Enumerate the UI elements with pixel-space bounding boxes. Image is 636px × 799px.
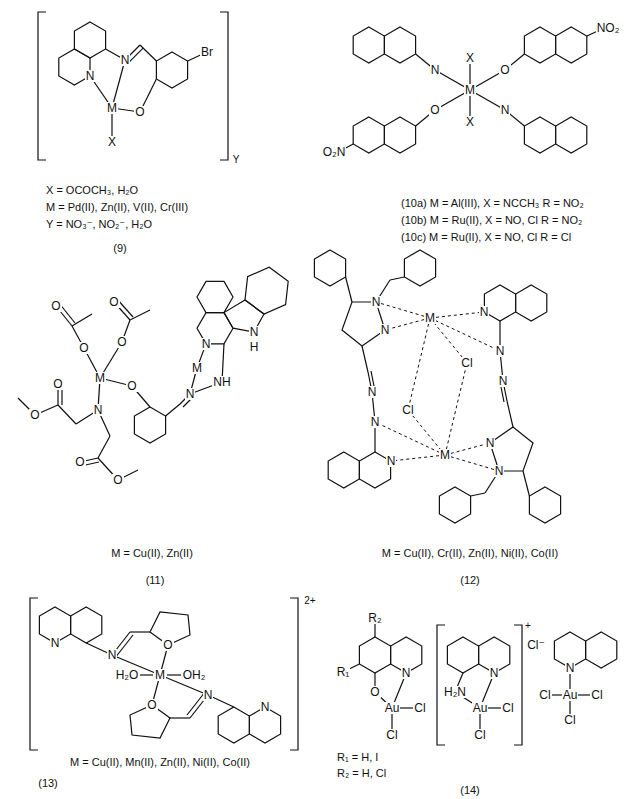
atom-label: O bbox=[499, 64, 510, 76]
atom-label: R₁ bbox=[336, 666, 351, 678]
atom-label: Br bbox=[200, 46, 214, 58]
atom-label: O bbox=[146, 699, 157, 711]
atom-label: N bbox=[380, 324, 391, 336]
atom-label: O₂N bbox=[322, 146, 347, 158]
atom-label: M bbox=[106, 102, 118, 114]
atom-label: Cl bbox=[590, 689, 603, 701]
structure-11 bbox=[18, 267, 288, 480]
atom-label: Cl bbox=[473, 729, 486, 741]
atom-label: N bbox=[367, 386, 378, 398]
atom-label: N bbox=[93, 404, 104, 416]
caption-text: Y = NO₃⁻, NO₂⁻, H₂O bbox=[45, 219, 153, 230]
charge-label: + bbox=[524, 621, 532, 631]
caption-text: R₁ = H, I bbox=[336, 752, 379, 763]
atom-label: O bbox=[78, 342, 89, 354]
atom-label: O bbox=[52, 378, 63, 390]
atom-label: Cl bbox=[385, 729, 398, 741]
atom-label: N bbox=[260, 701, 271, 713]
atom-label: N bbox=[498, 375, 509, 387]
atom-label: O bbox=[369, 686, 380, 698]
atom-label: N bbox=[430, 64, 441, 76]
charge-label: 2+ bbox=[303, 596, 316, 606]
atom-label: N bbox=[386, 455, 397, 467]
atom-label: N bbox=[107, 649, 118, 661]
atom-label: M bbox=[464, 84, 476, 96]
atom-label: N bbox=[495, 345, 506, 357]
caption-text: (9) bbox=[112, 243, 127, 254]
caption-text: (14) bbox=[459, 785, 481, 796]
atom-label: NH bbox=[212, 376, 231, 388]
atom-label: H bbox=[249, 341, 260, 353]
caption-text: (12) bbox=[459, 575, 481, 586]
atom-label: Cl bbox=[413, 702, 426, 714]
atom-label: N bbox=[85, 70, 96, 82]
atom-label: O bbox=[50, 300, 61, 312]
atom-label: N bbox=[249, 326, 260, 338]
structure-10 bbox=[342, 27, 600, 153]
caption-text: (13) bbox=[37, 778, 59, 789]
atom-label: N bbox=[370, 416, 381, 428]
atom-label: N bbox=[500, 104, 511, 116]
caption-text: M = Cu(II), Cr(II), Zn(II), Ni(II), Co(I… bbox=[381, 548, 559, 559]
atom-label: NO₂ bbox=[596, 22, 621, 34]
atom-label: Cl⁻ bbox=[526, 639, 546, 651]
atom-label: O bbox=[108, 296, 119, 308]
atom-label: O bbox=[112, 474, 123, 486]
atom-label: N bbox=[50, 637, 61, 649]
atom-label: M bbox=[94, 372, 106, 384]
charge-label: Y bbox=[232, 155, 241, 165]
atom-label: N bbox=[401, 667, 412, 679]
atom-label: H₂N bbox=[443, 686, 467, 698]
caption-text: (11) bbox=[145, 575, 166, 586]
atom-label: H₂O bbox=[115, 669, 140, 681]
atom-label: O bbox=[126, 380, 137, 392]
atom-label: X bbox=[465, 116, 475, 128]
atom-label: Cl bbox=[563, 714, 576, 726]
structure-9 bbox=[38, 12, 228, 160]
atom-label: Cl bbox=[538, 689, 551, 701]
atom-label: N bbox=[479, 306, 490, 318]
atom-label: OH₂ bbox=[182, 669, 207, 681]
atom-label: O bbox=[116, 336, 127, 348]
atom-label: O bbox=[29, 409, 40, 421]
atom-label: O bbox=[74, 456, 85, 468]
atom-label: X bbox=[465, 52, 475, 64]
atom-label: Cl bbox=[460, 357, 473, 369]
atom-label: O bbox=[134, 106, 145, 118]
atom-label: N bbox=[185, 388, 196, 400]
atom-label: N bbox=[494, 465, 505, 477]
caption-text: M = Cu(II), Mn(II), Zn(II), Ni(II), Co(I… bbox=[69, 757, 251, 768]
caption-text: M = Pd(II), Zn(II), V(II), Cr(III) bbox=[45, 202, 189, 213]
atom-label: N bbox=[565, 662, 576, 674]
atom-label: M bbox=[424, 312, 436, 324]
atom-label: M bbox=[154, 669, 166, 681]
atom-label: Cl bbox=[501, 702, 514, 714]
caption-text: M = Cu(II), Zn(II) bbox=[110, 548, 194, 559]
atom-label: N bbox=[203, 689, 214, 701]
atom-label: N bbox=[120, 54, 131, 66]
caption-text: X = OCOCH₃, H₂O bbox=[45, 185, 139, 196]
atom-label: N bbox=[489, 667, 500, 679]
atom-label: Au bbox=[384, 702, 401, 714]
caption-text: (10c) M = Ru(II), X = NO, Cl R = Cl bbox=[400, 232, 572, 243]
atom-label: M bbox=[439, 449, 451, 461]
atom-label: O bbox=[162, 639, 173, 651]
atom-label: O bbox=[429, 104, 440, 116]
caption-text: (10b) M = Ru(II), X = NO, Cl R = NO₂ bbox=[400, 215, 583, 226]
atom-label: M bbox=[191, 362, 203, 374]
atom-label: N bbox=[485, 437, 496, 449]
atom-label: Au bbox=[472, 702, 489, 714]
structure-13 bbox=[30, 598, 298, 750]
structure-14 bbox=[343, 618, 617, 745]
atom-label: N bbox=[371, 296, 382, 308]
atom-label: N bbox=[201, 338, 212, 350]
atom-label: X bbox=[107, 136, 117, 148]
caption-text: (10a) M = Al(III), X = NCCH₃ R = NO₂ bbox=[400, 198, 585, 209]
caption-text: R₂ = H, Cl bbox=[336, 768, 387, 779]
structure-12 bbox=[314, 250, 560, 523]
atom-label: Au bbox=[562, 689, 579, 701]
atom-label: Cl bbox=[401, 404, 414, 416]
atom-label: R₂ bbox=[367, 612, 382, 624]
